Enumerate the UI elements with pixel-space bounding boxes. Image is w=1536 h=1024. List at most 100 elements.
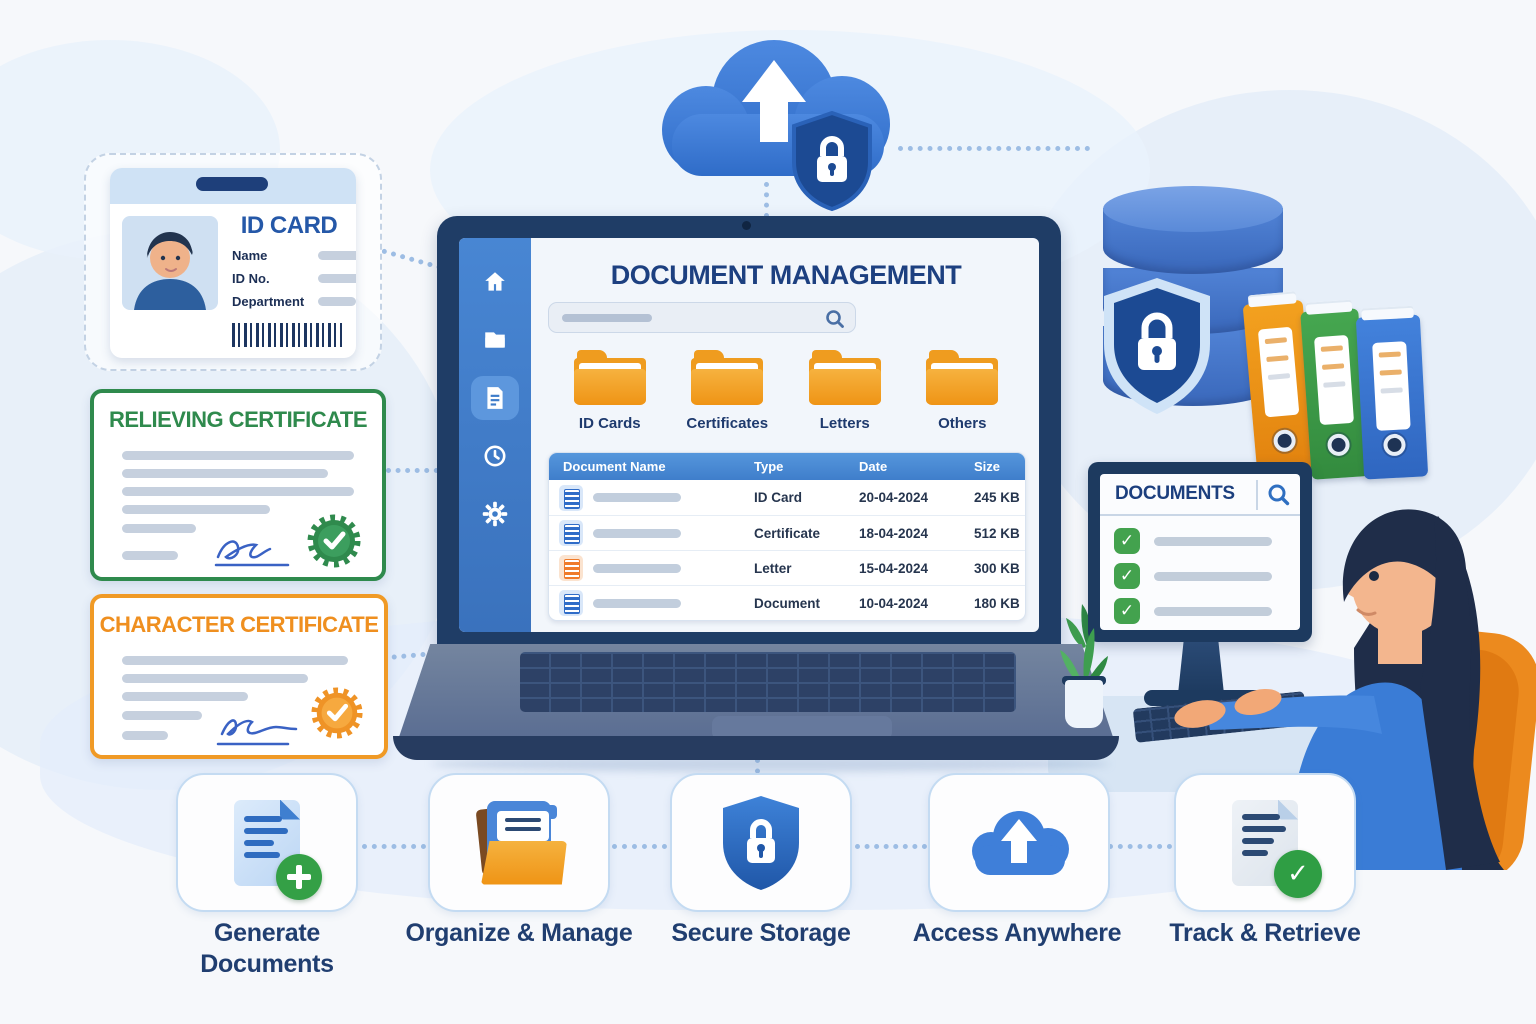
signature	[214, 540, 290, 567]
cell-size: 300 KB	[974, 560, 1020, 576]
check-icon: ✓	[1114, 563, 1140, 589]
feature-label: Generate Documents	[200, 919, 334, 978]
barcode	[232, 323, 342, 347]
relieving-certificate-title: RELIEVING CERTIFICATE	[109, 407, 368, 432]
checklist-item[interactable]: ✓	[1114, 528, 1272, 554]
app-title: DOCUMENT MANAGEMENT	[610, 260, 962, 290]
connector-cards-2-3	[612, 844, 667, 849]
feature-label: Organize & Manage	[405, 919, 633, 947]
feature-label: Secure Storage	[671, 919, 851, 947]
folder-label: Others	[938, 415, 987, 432]
table-row[interactable]: ID Card 20-04-2024 245 KB	[549, 480, 1025, 515]
document-icon	[559, 590, 583, 616]
item-text-bar	[1154, 536, 1272, 546]
id-card: ID CARD Name ID No. Department	[110, 168, 356, 358]
document-icon	[559, 555, 583, 581]
checklist-item[interactable]: ✓	[1114, 563, 1272, 589]
col-date: Date	[859, 459, 888, 474]
id-field-idno-value-bar	[318, 274, 356, 283]
col-size: Size	[974, 459, 1001, 474]
id-field-name-label: Name	[232, 248, 268, 263]
folder-icon	[485, 332, 505, 348]
plus-icon	[276, 853, 322, 900]
laptop-base-bar	[393, 736, 1119, 760]
webcam-icon	[742, 221, 751, 230]
document-name-bar	[593, 598, 681, 608]
feature-card-secure-storage	[670, 773, 852, 912]
col-type: Type	[754, 459, 784, 474]
folder-icon	[808, 350, 881, 406]
document-icon	[559, 484, 583, 511]
search-input[interactable]	[548, 302, 856, 333]
feature-card-organize-manage	[428, 773, 610, 912]
sidebar-item-home[interactable]	[471, 260, 519, 304]
item-text-bar	[1154, 571, 1272, 581]
cell-date: 18-04-2024	[859, 525, 929, 541]
plant	[1056, 628, 1112, 734]
search-icon[interactable]	[1266, 482, 1292, 513]
folder-others[interactable]: Others	[904, 350, 1022, 432]
folder-letters[interactable]: Letters	[786, 350, 904, 432]
folder-label: Certificates	[686, 415, 769, 432]
document-icon	[487, 387, 503, 409]
open-folder-icon	[471, 800, 567, 885]
folder-icon	[691, 350, 764, 406]
shield-lock-icon	[1096, 274, 1218, 418]
signature	[216, 719, 298, 746]
laptop-screen: DOCUMENT MANAGEMENT ID Cards Certificate…	[459, 238, 1039, 632]
cell-type: Document	[754, 595, 821, 611]
cell-size: 245 KB	[974, 490, 1020, 505]
connector-cloud-database	[898, 146, 1090, 151]
desktop-monitor: DOCUMENTS ✓ ✓ ✓	[1088, 462, 1312, 642]
cell-date: 20-04-2024	[859, 490, 929, 505]
folder-label: Letters	[819, 415, 870, 432]
folder-certificates[interactable]: Certificates	[669, 350, 787, 432]
laptop-keyboard[interactable]	[520, 652, 1016, 712]
feature-label: Track & Retrieve	[1169, 919, 1361, 947]
table-row[interactable]: Certificate 18-04-2024 512 KB	[549, 515, 1025, 550]
connector-cards-1-2	[362, 844, 426, 849]
documents-table: Document Name Type Date Size ID Card 20-…	[548, 452, 1026, 621]
table-header-row: Document Name Type Date Size	[549, 453, 1025, 480]
id-field-department-label: Department	[232, 294, 305, 309]
character-certificate-title: CHARACTER CERTIFICATE	[99, 612, 379, 637]
clock-icon	[484, 445, 506, 467]
document-icon	[559, 520, 583, 546]
folder-icon	[573, 350, 646, 406]
cloud-upload-icon	[972, 810, 1069, 875]
col-document-name: Document Name	[563, 459, 666, 474]
check-icon: ✓	[1114, 528, 1140, 554]
cell-size: 512 KB	[974, 525, 1020, 541]
sidebar-item-folders[interactable]	[471, 318, 519, 362]
sidebar-nav	[459, 238, 531, 632]
feature-label: Access Anywhere	[912, 919, 1122, 947]
cell-type: ID Card	[754, 490, 803, 505]
id-field-idno-label: ID No.	[232, 271, 270, 286]
document-name-bar	[593, 563, 681, 573]
check-icon: ✓	[1274, 849, 1322, 898]
folder-id-cards[interactable]: ID Cards	[551, 350, 669, 432]
checklist-item[interactable]: ✓	[1114, 598, 1272, 624]
table-row[interactable]: Letter 15-04-2024 300 KB	[549, 550, 1025, 585]
cell-type: Certificate	[754, 525, 821, 541]
connector-cards-3-4	[855, 844, 927, 849]
document-check-icon: ✓	[1232, 799, 1322, 898]
home-icon	[485, 272, 505, 291]
feature-card-track-retrieve: ✓	[1174, 773, 1356, 912]
id-card-title: ID CARD	[240, 212, 338, 239]
character-certificate: CHARACTER CERTIFICATE	[90, 594, 388, 759]
folder-icon	[926, 350, 999, 406]
connector-cards-4-5	[1108, 844, 1172, 849]
sidebar-item-documents-active[interactable]	[471, 376, 519, 420]
search-icon[interactable]	[824, 308, 846, 335]
gear-icon	[482, 501, 508, 527]
monitor-screen: DOCUMENTS ✓ ✓ ✓	[1100, 474, 1300, 630]
id-field-department-value-bar	[318, 297, 356, 306]
search-placeholder-bar	[562, 314, 652, 322]
cell-size: 180 KB	[974, 595, 1020, 611]
table-row[interactable]: Document 10-04-2024 180 KB	[549, 585, 1025, 620]
sidebar-item-history[interactable]	[471, 434, 519, 478]
woman-at-desk	[1140, 450, 1536, 883]
sidebar-item-settings[interactable]	[471, 492, 519, 536]
cell-date: 10-04-2024	[859, 595, 929, 611]
